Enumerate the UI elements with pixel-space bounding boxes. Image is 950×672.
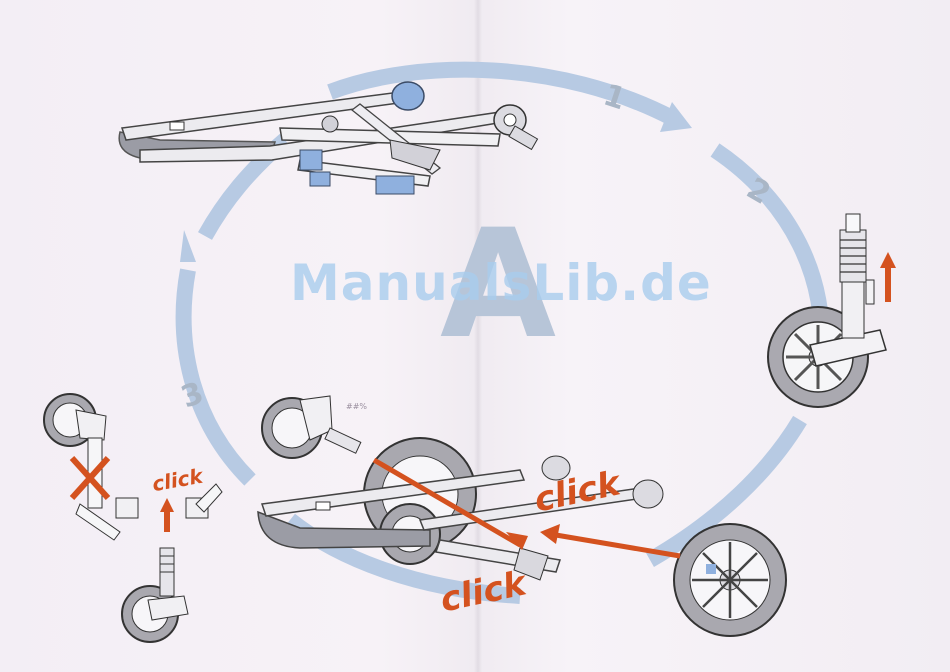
stroller-frame-illustration: [119, 82, 537, 194]
up-arrow: [880, 252, 896, 302]
small-part-tag: ##%: [346, 402, 367, 411]
watermark-logo: ManualsLib.de: [290, 254, 712, 312]
wheel-detail-illustrations: [44, 394, 222, 642]
front-wheel-illustration: [768, 214, 896, 407]
